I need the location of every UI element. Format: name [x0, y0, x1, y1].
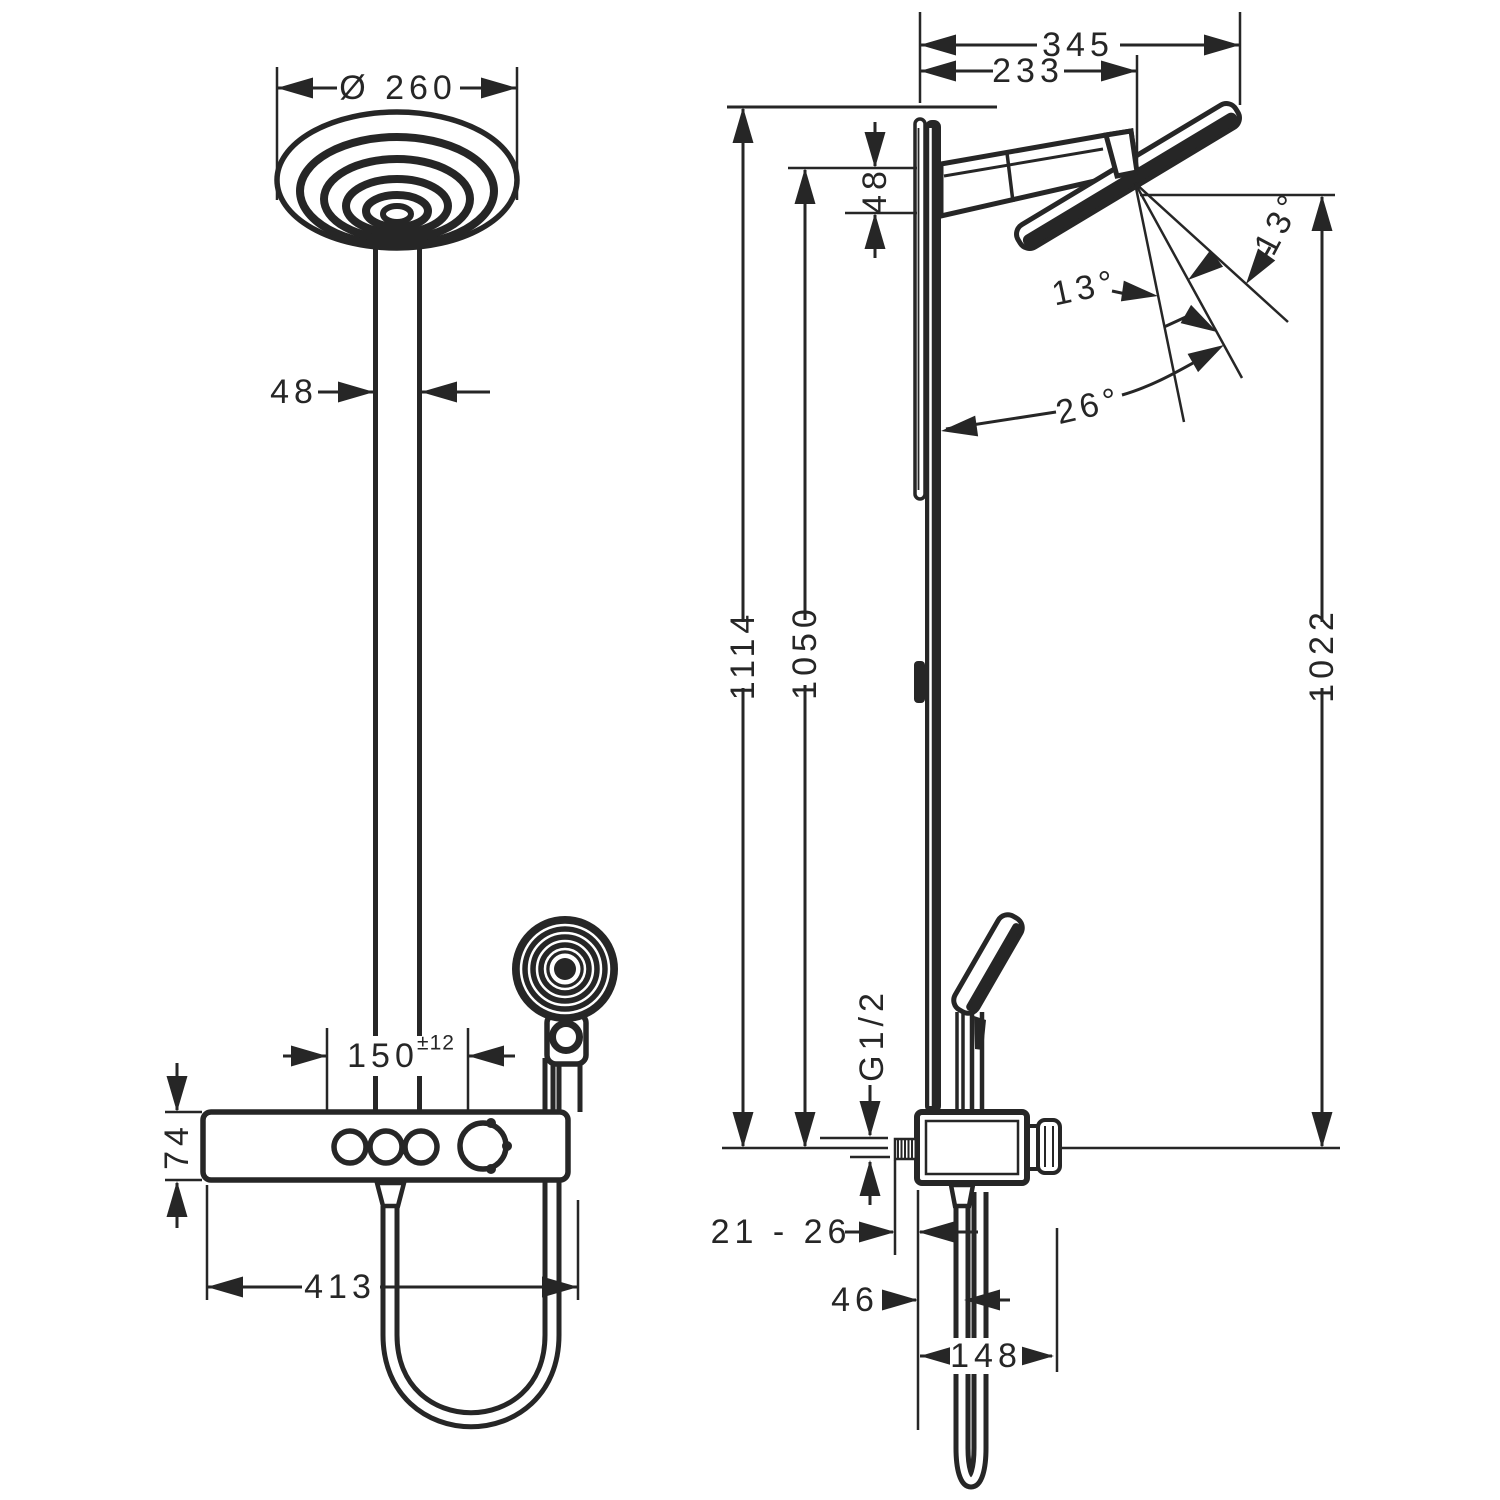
hose-outlet-side [948, 1182, 976, 1209]
dim-inlet-spacing: 150 [347, 1037, 419, 1075]
dim-hose-offset: 46 [831, 1281, 879, 1319]
dim-valve-width: 413 [304, 1268, 376, 1306]
dim-height-total: 1114 [724, 610, 762, 701]
front-view [200, 109, 618, 1430]
extension-lines [165, 12, 1340, 1430]
shower-bar-side [914, 120, 941, 1113]
bar-bracket [914, 661, 925, 703]
dim-head-diameter: Ø 260 [339, 69, 457, 107]
shower-pipe-front [373, 236, 422, 1112]
hanger-ring [549, 1020, 583, 1054]
valve-body-front [200, 1109, 571, 1209]
handshower-holder-front [550, 1058, 583, 1112]
dim-wall-clearance: 21 - 26 [711, 1213, 852, 1251]
dimensions: Ø 260 48 150 ±12 74 413 345 233 48 1114 … [158, 12, 1341, 1430]
temperature-dial [457, 1118, 512, 1174]
hose-outlet-front [374, 1180, 407, 1209]
button-2 [367, 1128, 405, 1166]
overhead-shower-front [274, 109, 520, 251]
arm-end-cap [1102, 128, 1140, 179]
side-view [893, 101, 1289, 1490]
button-3 [402, 1128, 440, 1166]
dimension-lines [175, 43, 1324, 1358]
handshower-side [951, 912, 1025, 1110]
hose-front [380, 1058, 562, 1430]
dim-tilt-upper: 13° [1049, 263, 1122, 314]
valve-body-side [893, 1109, 1062, 1209]
dim-reach-total: 345 [1042, 26, 1114, 64]
dim-arm-height: 48 [856, 166, 894, 214]
button-1 [331, 1128, 369, 1166]
arrowheads [166, 34, 1333, 1367]
dim-reach-arm: 233 [992, 52, 1064, 90]
dim-height-bar: 1050 [786, 604, 824, 700]
dim-valve-height: 74 [158, 1122, 196, 1170]
valve-knob-side [1025, 1118, 1062, 1175]
dim-bottom-reach: 148 [950, 1337, 1022, 1375]
dim-inlet-tolerance: ±12 [417, 1032, 455, 1055]
hose-nipple-side [974, 1016, 986, 1050]
thread-connector [893, 1137, 919, 1161]
dim-tilt-range: 26° [1052, 380, 1125, 432]
dim-pipe-width: 48 [270, 373, 318, 411]
handshower-face-front [512, 916, 618, 1022]
hose-side [953, 1192, 989, 1490]
text-mask [348, 1036, 462, 1076]
wall-plate-side [913, 117, 927, 501]
text-mask [950, 1338, 1022, 1374]
dim-height-head: 1022 [1303, 607, 1341, 703]
dim-thread-size: G1/2 [853, 988, 891, 1082]
